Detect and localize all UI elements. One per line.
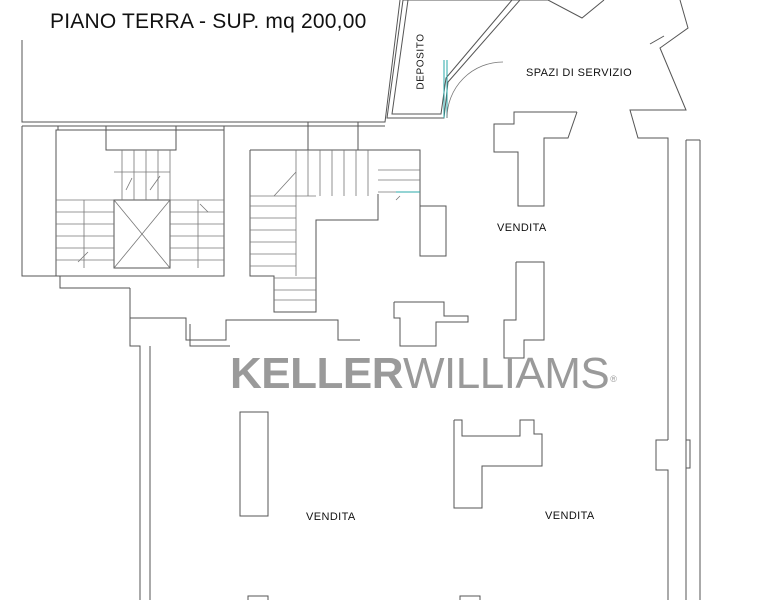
registered-mark: ®	[610, 374, 617, 384]
shop-walls	[129, 139, 701, 600]
watermark-light-part: WILLIAMS	[403, 349, 610, 398]
stair-treads-left	[56, 150, 224, 268]
central-staircase	[249, 121, 447, 313]
left-staircase	[55, 125, 225, 277]
floor-title: PIANO TERRA - SUP. mq 200,00	[50, 10, 367, 33]
room-label-spazi-di-servizio: SPAZI DI SERVIZIO	[526, 67, 633, 79]
room-label-vendita-upper: VENDITA	[497, 222, 547, 234]
room-label-vendita-lower-right: VENDITA	[545, 510, 595, 522]
room-label-deposito: DEPOSITO	[415, 33, 427, 90]
watermark-bold-part: KELLER	[230, 349, 404, 398]
keller-williams-watermark: KELLERWILLIAMS®	[230, 349, 617, 398]
room-label-vendita-lower-left: VENDITA	[306, 511, 356, 523]
structural-pillars	[239, 111, 578, 600]
